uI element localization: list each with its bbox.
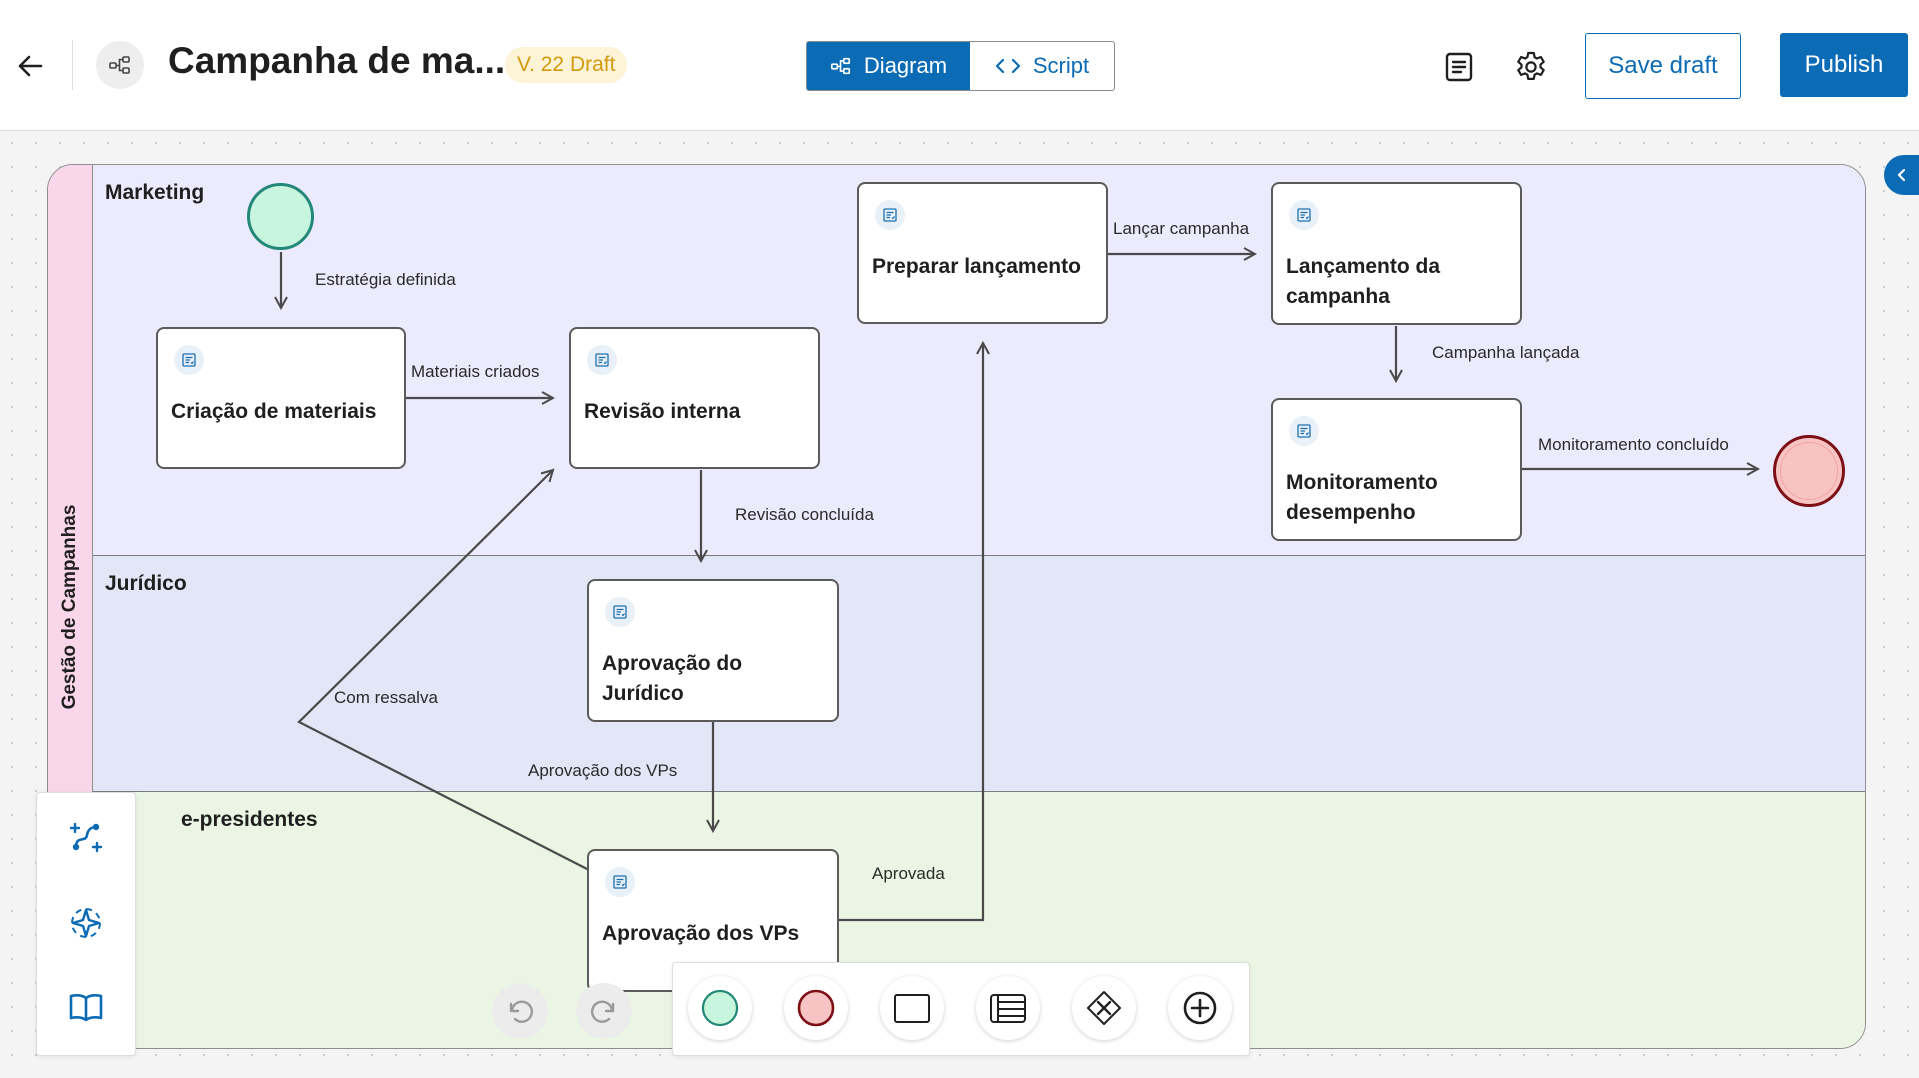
gateway-icon: [1087, 991, 1121, 1025]
palette-end-event[interactable]: [784, 976, 848, 1040]
tab-script-label: Script: [1032, 53, 1090, 78]
edge-label-aprovacao-vps[interactable]: Aprovação dos VPs: [528, 761, 678, 780]
gear-icon: [1517, 51, 1545, 80]
sparkle-icon: [71, 908, 101, 938]
task-label: Criação de materiais: [171, 400, 377, 423]
task-aprovacao-juridico[interactable]: Aprovação do Jurídico: [587, 579, 839, 722]
task-label: Aprovação dos VPs: [602, 922, 800, 945]
lane-label-marketing: Marketing: [105, 181, 205, 204]
task-revisao-interna[interactable]: Revisão interna: [569, 327, 820, 469]
start-event[interactable]: [247, 183, 314, 250]
top-header: Campanha de ma... V. 22 Draft Diagram Sc…: [0, 0, 1919, 131]
view-toggle: Diagram Script: [806, 41, 1115, 91]
task-lancamento-campanha[interactable]: Lançamento da campanha: [1271, 182, 1522, 325]
edge-label-materiais[interactable]: Materiais criados: [411, 362, 540, 381]
book-open-icon: [69, 994, 103, 1022]
edge-label-revisao-concluida[interactable]: Revisão concluída: [735, 505, 874, 524]
lane-icon: [990, 994, 1026, 1023]
arrow-left-icon: [18, 55, 43, 77]
end-event-icon: [797, 989, 835, 1027]
element-palette: [672, 962, 1250, 1056]
document-lines-icon: [1445, 52, 1473, 82]
task-icon: [894, 994, 930, 1023]
user-task-icon: [605, 867, 635, 897]
settings-button[interactable]: [1512, 48, 1550, 86]
user-task-icon: [875, 200, 905, 230]
undo-button[interactable]: [492, 983, 548, 1039]
tab-diagram[interactable]: Diagram: [807, 42, 970, 90]
task-label: Preparar lançamento: [872, 255, 1081, 278]
panel-toggle-button[interactable]: [1884, 155, 1919, 195]
task-label-line1: Monitoramento: [1286, 471, 1438, 494]
edge-label-aprovada[interactable]: Aprovada: [872, 864, 945, 883]
chevron-left-icon: [1897, 168, 1905, 182]
side-toolbar: [36, 792, 136, 1056]
edge-label-lancar[interactable]: Lançar campanha: [1113, 219, 1250, 238]
task-monitoramento-desempenho[interactable]: Monitoramento desempenho: [1271, 398, 1522, 541]
redo-button[interactable]: [576, 983, 632, 1039]
redo-icon: [590, 1000, 615, 1023]
process-diagram-icon: [830, 57, 850, 75]
notes-button[interactable]: [1440, 48, 1478, 86]
lane-label-juridico: Jurídico: [105, 572, 187, 595]
end-event[interactable]: [1773, 435, 1845, 507]
edge-label-monitoramento-concluido[interactable]: Monitoramento concluído: [1538, 435, 1729, 454]
docs-button[interactable]: [66, 987, 106, 1027]
save-draft-button[interactable]: Save draft: [1585, 33, 1741, 99]
lane-label-vp: e-presidentes: [181, 808, 318, 831]
header-divider: [72, 40, 73, 90]
process-diagram-icon: [96, 41, 144, 89]
palette-start-event[interactable]: [688, 976, 752, 1040]
tab-script[interactable]: Script: [970, 42, 1114, 90]
edge-label-com-ressalva[interactable]: Com ressalva: [334, 688, 438, 707]
version-badge: V. 22 Draft: [505, 47, 628, 83]
pool-label: Gestão de Campanhas: [59, 504, 80, 710]
end-event-inner: [1780, 442, 1838, 500]
start-event-icon: [701, 989, 739, 1027]
back-button[interactable]: [12, 48, 48, 84]
task-label-line2: campanha: [1286, 285, 1390, 308]
task-preparar-lancamento[interactable]: Preparar lançamento: [857, 182, 1108, 324]
page-title[interactable]: Campanha de ma...: [168, 40, 506, 81]
ai-assist-button[interactable]: [66, 903, 106, 943]
tab-diagram-label: Diagram: [863, 53, 948, 78]
task-label: Revisão interna: [584, 400, 741, 423]
lane-juridico[interactable]: Jurídico: [93, 556, 1865, 792]
palette-gateway[interactable]: [1072, 976, 1136, 1040]
task-label-line1: Lançamento da: [1286, 255, 1441, 278]
code-brackets-icon: [995, 58, 1020, 74]
palette-lane[interactable]: [976, 976, 1040, 1040]
add-icon: [1183, 991, 1217, 1025]
palette-task[interactable]: [880, 976, 944, 1040]
publish-button[interactable]: Publish: [1780, 33, 1908, 97]
palette-add[interactable]: [1168, 976, 1232, 1040]
user-task-icon: [605, 597, 635, 627]
user-task-icon: [587, 345, 617, 375]
undo-icon: [509, 1000, 534, 1023]
route-icon: [69, 822, 103, 853]
auto-route-button[interactable]: [66, 817, 106, 857]
task-criacao-materiais[interactable]: Criação de materiais: [156, 327, 406, 469]
user-task-icon: [174, 345, 204, 375]
user-task-icon: [1289, 416, 1319, 446]
edge-label-campanha-lancada[interactable]: Campanha lançada: [1432, 343, 1580, 362]
edge-label-estrategia[interactable]: Estratégia definida: [315, 270, 456, 289]
user-task-icon: [1289, 200, 1319, 230]
task-label-line2: desempenho: [1286, 501, 1416, 524]
task-label: Aprovação do Jurídico: [602, 652, 743, 705]
